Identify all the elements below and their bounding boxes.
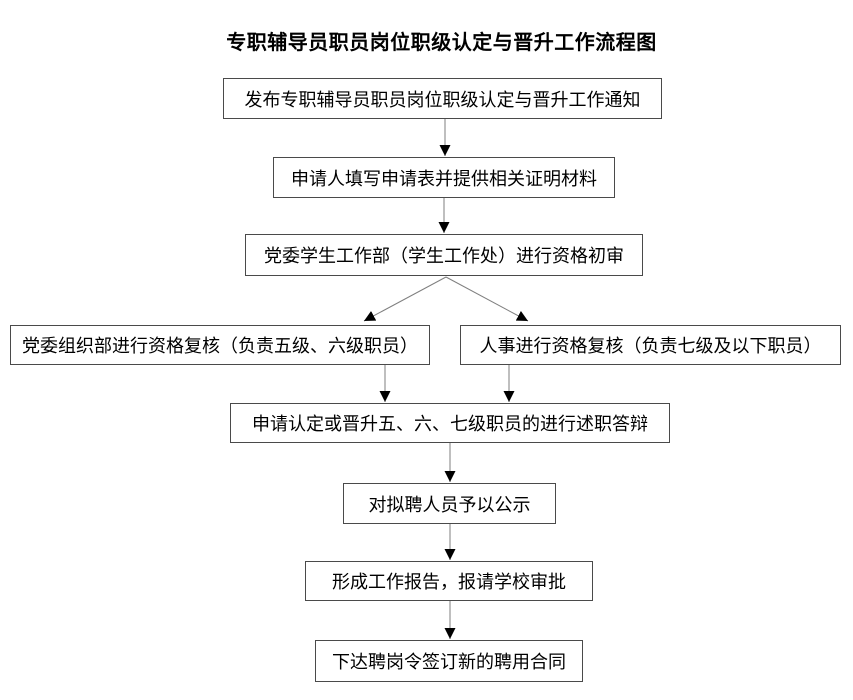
flow-node-org-dept-recheck: 党委组织部进行资格复核（负责五级、六级职员） — [10, 325, 430, 365]
flow-node-hr-recheck: 人事进行资格复核（负责七级及以下职员） — [460, 325, 841, 365]
flow-node-publish-notice: 发布专职辅导员职员岗位职级认定与晋升工作通知 — [223, 78, 662, 119]
flow-node-sign-contract: 下达聘岗令签订新的聘用合同 — [315, 640, 583, 682]
flow-node-public-notice: 对拟聘人员予以公示 — [343, 483, 556, 524]
arrow-initial-to-orgdept — [363, 276, 447, 322]
flow-node-initial-review: 党委学生工作部（学生工作处）进行资格初审 — [245, 234, 643, 276]
flow-node-defense: 申请认定或晋升五、六、七级职员的进行述职答辩 — [230, 403, 670, 443]
flowchart-title: 专职辅导员职员岗位职级认定与晋升工作流程图 — [226, 32, 657, 54]
flow-node-report-approval: 形成工作报告，报请学校审批 — [305, 561, 593, 601]
arrow-initial-to-hr — [445, 276, 529, 322]
flow-node-fill-application: 申请人填写申请表并提供相关证明材料 — [273, 157, 615, 198]
